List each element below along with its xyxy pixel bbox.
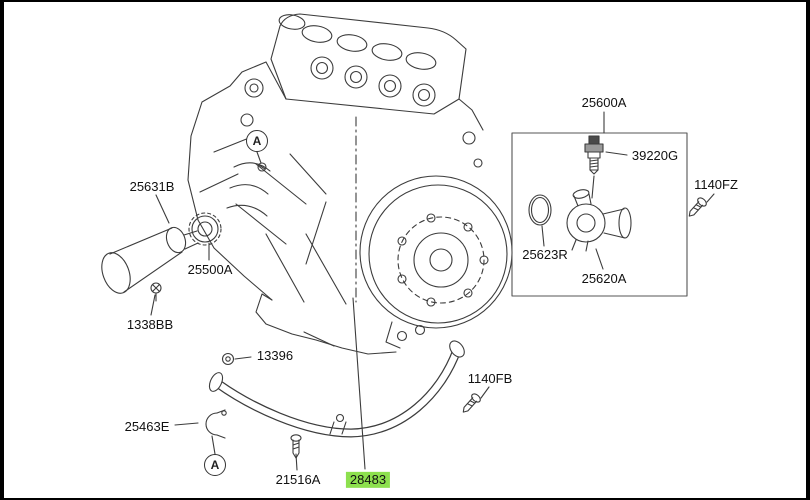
sensor-39220g [584,135,604,199]
part-label-25463E[interactable]: 25463E [124,418,170,434]
section-marker-A-1: A [246,130,268,152]
part-label-25600A[interactable]: 25600A [581,94,627,110]
engine-line-art [101,13,715,471]
thermostat [188,212,222,246]
part-label-13396[interactable]: 13396 [256,347,294,363]
part-label-1140FB[interactable]: 1140FB [467,370,513,386]
bolt-under-marker [256,151,267,172]
screw-21516a [290,434,302,459]
oring-25623r [528,194,552,226]
screw-1140fb [462,393,481,413]
detail-box [511,132,688,297]
part-label-39220G[interactable]: 39220G [631,147,679,163]
part-label-28483[interactable]: 28483 [345,471,391,489]
part-label-25623R[interactable]: 25623R [522,246,568,262]
part-label-25620A[interactable]: 25620A [581,270,627,286]
housing-25620a [566,189,632,252]
bolt-1338bb [150,282,162,302]
section-marker-A-2: A [204,454,226,476]
leader-lines [150,111,715,471]
bolt-13396 [221,352,235,366]
part-label-1338BB[interactable]: 1338BB [126,316,174,332]
valve-cover [270,13,467,115]
hose-clamp [205,409,227,455]
water-inlet-pipe [101,226,199,294]
part-label-1140FZ[interactable]: 1140FZ [694,176,738,192]
screw-1140fz [688,197,707,217]
part-label-25500A[interactable]: 25500A [187,261,233,277]
part-label-25631B[interactable]: 25631B [129,178,175,194]
flywheel-housing [359,131,513,349]
part-label-21516A[interactable]: 21516A [275,471,321,487]
engine-block [187,61,484,355]
water-pipe [208,340,465,438]
